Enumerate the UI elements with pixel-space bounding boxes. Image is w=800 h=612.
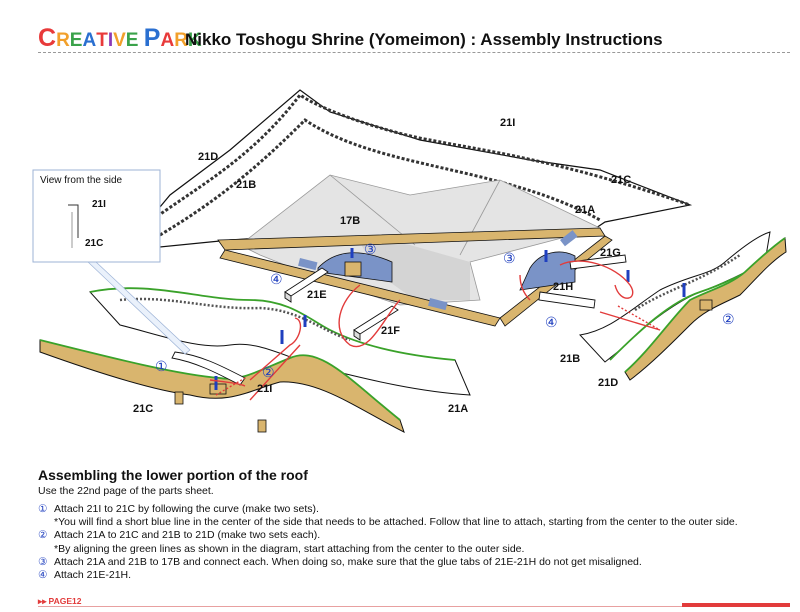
step-3: ③ Attach 21A and 21B to 17B and connect … <box>38 556 778 569</box>
step-marker-1: ① <box>155 358 168 374</box>
label-21c-left: 21C <box>133 403 153 415</box>
brand-letter: K <box>187 30 202 51</box>
step-marker-4-right: ④ <box>545 314 558 330</box>
left-lower-roof <box>89 287 471 396</box>
footer-accent-bar <box>682 603 790 607</box>
step-marker-2-right: ② <box>722 311 735 327</box>
label-21i-top: 21I <box>500 117 515 129</box>
step-text: Attach 21E-21H. <box>54 569 132 582</box>
side-view-callout <box>32 169 191 355</box>
brand-letter: P <box>143 24 161 52</box>
page-footer: ▸▸PAGE12 <box>38 596 81 607</box>
header: CREATIVE PARK Nikko Toshogu Shrine (Yome… <box>38 22 788 54</box>
step-note: *By aligning the green lines as shown in… <box>54 542 525 555</box>
label-21i-left: 21I <box>257 383 272 395</box>
step-text: Attach 21A to 21C and 21B to 21D (make t… <box>54 529 321 542</box>
step-text: Attach 21A and 21B to 17B and connect ea… <box>54 555 642 568</box>
step-1: ① Attach 21I to 21C by following the cur… <box>38 503 778 516</box>
creative-park-logo: CREATIVE PARK <box>38 24 202 53</box>
label-17b: 17B <box>340 215 360 227</box>
step-marker-3-left: ③ <box>364 241 377 257</box>
brand-letter: C <box>38 24 57 52</box>
label-21a-top: 21A <box>575 204 595 216</box>
page-number: PAGE12 <box>48 596 82 606</box>
brand-letter: A <box>82 30 97 51</box>
assembly-arrows <box>209 260 661 401</box>
step-4: ④ Attach 21E-21H. <box>38 569 778 582</box>
assembly-diagram: 21I 21D 21B 21C 21A 17B 21E 21F 21G 21H … <box>0 60 800 460</box>
side-view-label-21c: 21C <box>85 238 103 249</box>
label-21e: 21E <box>307 289 327 301</box>
label-21b-top: 21B <box>236 179 256 191</box>
document-title: Nikko Toshogu Shrine (Yomeimon) : Assemb… <box>185 30 663 49</box>
brand-letter: V <box>113 30 126 51</box>
side-view-title: View from the side <box>40 175 123 186</box>
step-marker-2-left: ② <box>262 364 275 380</box>
step-number: ② <box>38 529 48 542</box>
step-marker-3-right: ③ <box>503 250 516 266</box>
brand-letter: T <box>96 30 108 51</box>
step-number: ④ <box>38 569 48 582</box>
instruction-steps: ① Attach 21I to 21C by following the cur… <box>38 503 778 582</box>
brand-letter: A <box>160 30 175 51</box>
step-marker-4-left: ④ <box>270 271 283 287</box>
label-21f: 21F <box>381 325 400 337</box>
brand-letter: I <box>107 30 114 51</box>
label-21d-right: 21D <box>598 377 618 389</box>
section-title: Assembling the lower portion of the roof <box>38 467 308 483</box>
label-21a-left: 21A <box>448 403 468 415</box>
header-divider <box>38 52 790 53</box>
step-text: Attach 21I to 21C by following the curve… <box>54 503 319 515</box>
upper-roof <box>144 89 693 306</box>
label-21b-right: 21B <box>560 353 580 365</box>
base-frame <box>217 227 613 327</box>
label-21d-top: 21D <box>198 151 218 163</box>
part-labels: 21I 21D 21B 21C 21A 17B 21E 21F 21G 21H … <box>133 117 631 415</box>
brand-letter: E <box>125 30 139 51</box>
section-subtitle: Use the 22nd page of the parts sheet. <box>38 485 214 497</box>
label-21c-top: 21C <box>611 174 631 186</box>
side-view-labels: View from the side 21I 21C <box>40 175 123 249</box>
side-view-label-21i: 21I <box>92 199 106 210</box>
step-2: ② Attach 21A to 21C and 21B to 21D (make… <box>38 529 778 542</box>
step-number: ③ <box>38 555 48 568</box>
label-21h: 21H <box>553 281 573 293</box>
double-arrow-icon: ▸▸ <box>38 596 47 606</box>
right-lower-21d <box>624 237 787 381</box>
brand-letter: E <box>69 30 83 51</box>
step-number: ① <box>38 503 48 515</box>
brand-letter: R <box>174 30 188 51</box>
left-lower-21c <box>39 330 405 433</box>
brand-letter: R <box>56 30 70 51</box>
footer-divider <box>38 606 790 607</box>
step-note: *You will find a short blue line in the … <box>54 516 738 529</box>
step-markers: ① ② ② ③ ③ ④ ④ <box>155 241 735 380</box>
label-21g: 21G <box>600 247 621 259</box>
tabs <box>284 254 627 341</box>
